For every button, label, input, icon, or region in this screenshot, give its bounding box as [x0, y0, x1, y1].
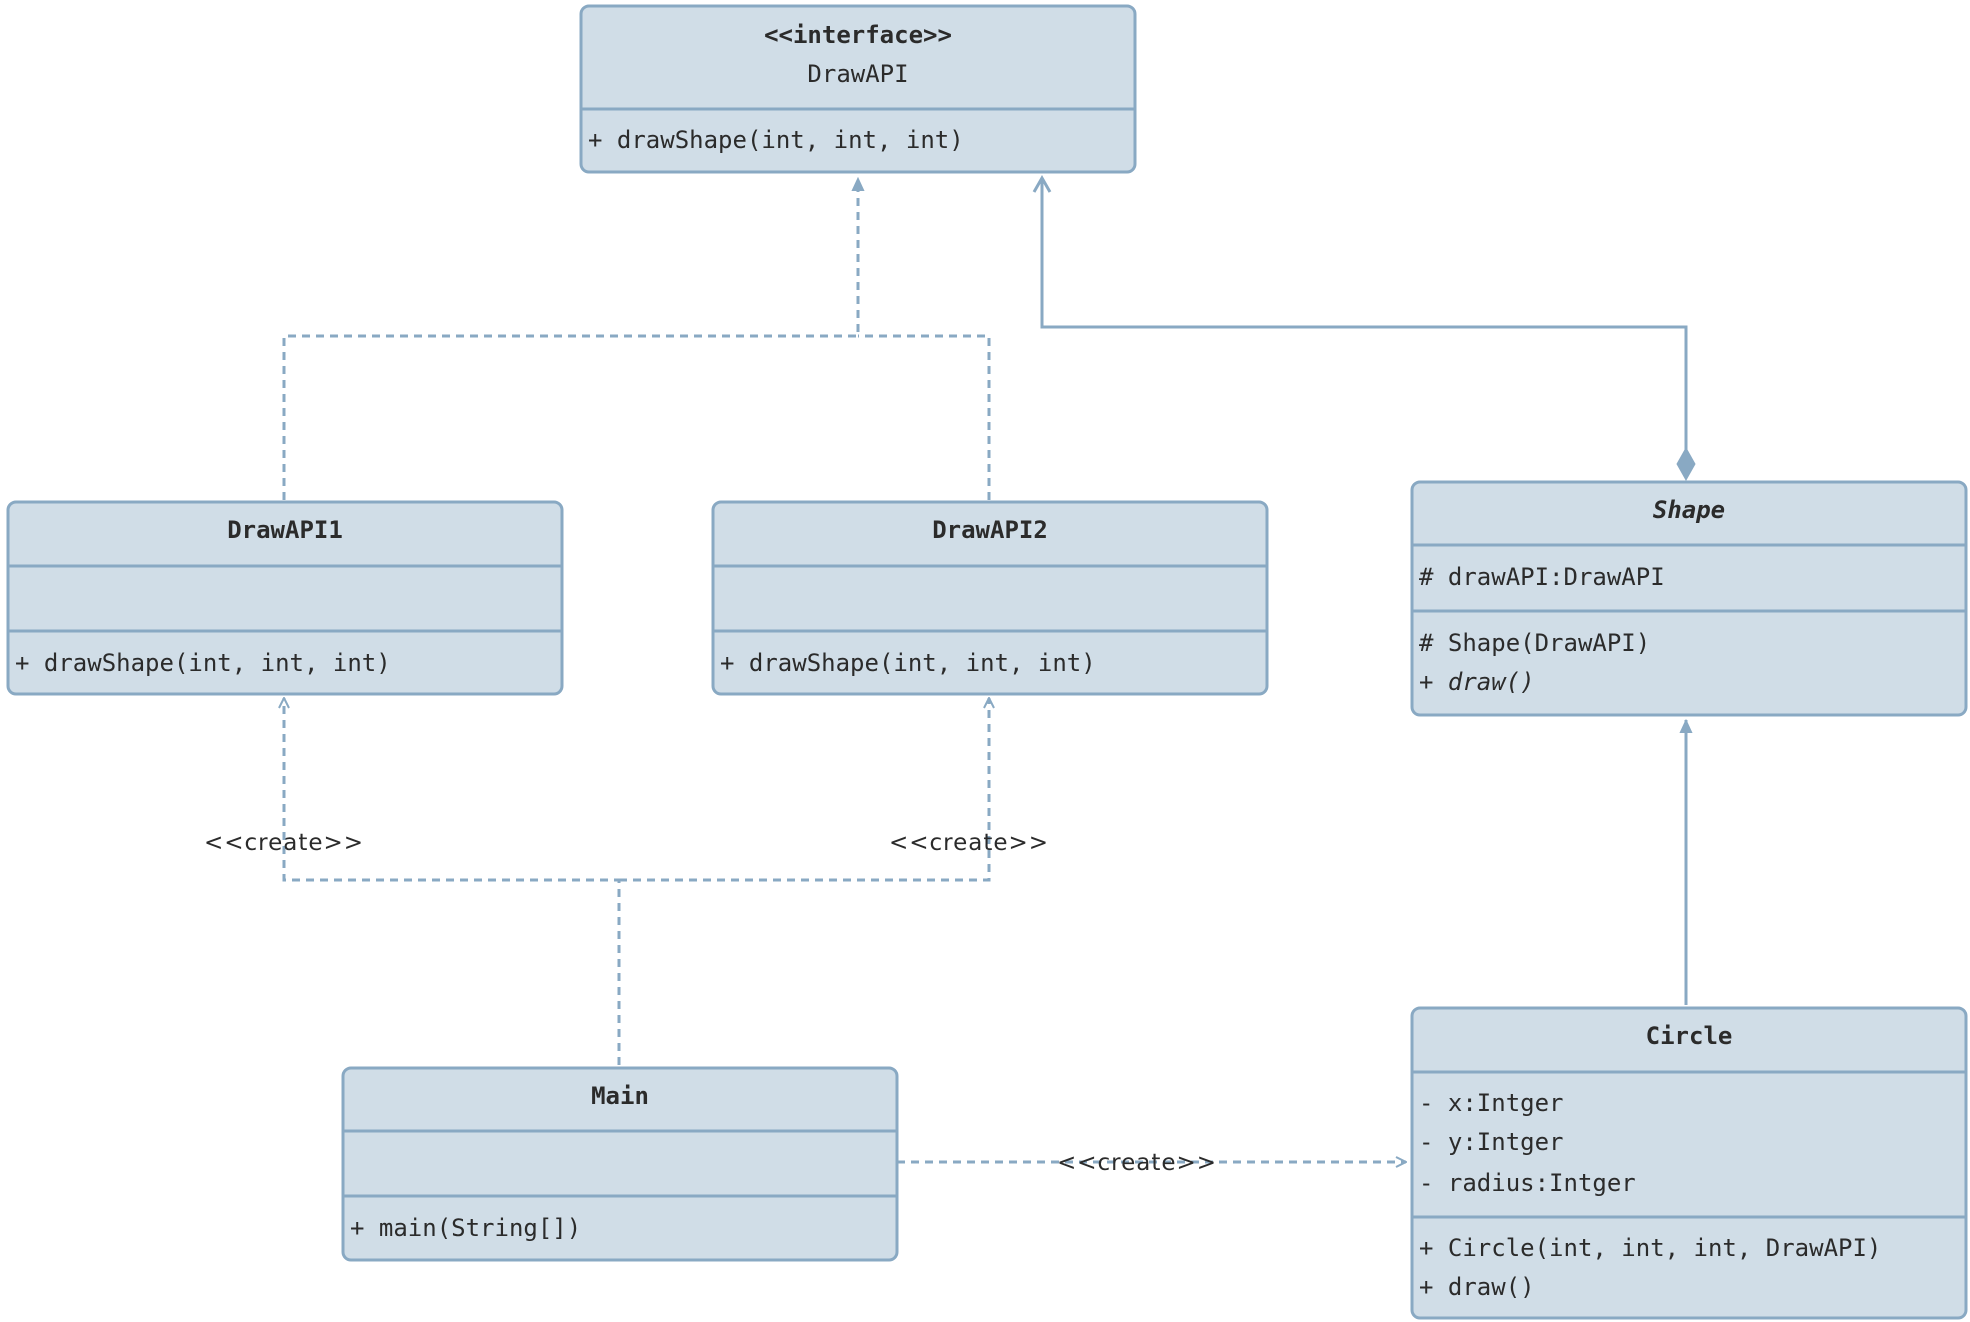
dependency-main-to-drawapi1: [284, 698, 621, 1065]
class-circle-name: Circle: [1646, 1022, 1733, 1050]
class-drawapi1-method: + drawShape(int, int, int): [15, 649, 391, 677]
realization-drawapi2-to-drawapi: [858, 334, 991, 500]
class-shape-name: Shape: [1653, 496, 1725, 524]
class-main-name: Main: [591, 1082, 649, 1110]
class-circle-attribute-x: - x:Intger: [1419, 1089, 1564, 1117]
create-label-circle: <<create>>: [1057, 1150, 1217, 1176]
class-drawapi-method: + drawShape(int, int, int): [588, 126, 964, 154]
class-drawapi-name: DrawAPI: [807, 60, 908, 88]
class-shape-abstract-method: + draw(): [1419, 668, 1535, 696]
class-drawapi1: DrawAPI1 + drawShape(int, int, int): [6, 500, 564, 696]
class-shape-constructor: # Shape(DrawAPI): [1419, 629, 1650, 657]
class-drawapi1-name: DrawAPI1: [227, 516, 343, 544]
class-shape: Shape # drawAPI:DrawAPI # Shape(DrawAPI)…: [1410, 480, 1968, 717]
class-circle: Circle - x:Intger - y:Intger - radius:In…: [1410, 1006, 1968, 1320]
class-circle-attribute-y: - y:Intger: [1419, 1128, 1564, 1156]
create-label-drawapi2: <<create>>: [889, 830, 1049, 856]
class-drawapi2: DrawAPI2 + drawShape(int, int, int): [711, 500, 1269, 696]
class-drawapi: <<interface>> DrawAPI + drawShape(int, i…: [579, 4, 1137, 174]
class-main: Main + main(String[]): [341, 1066, 899, 1262]
class-main-method: + main(String[]): [350, 1214, 581, 1242]
class-drawapi-stereotype: <<interface>>: [764, 21, 952, 49]
class-drawapi2-name: DrawAPI2: [932, 516, 1048, 544]
dependency-main-to-drawapi2: [619, 698, 989, 882]
aggregation-shape-to-drawapi: [1040, 178, 1688, 478]
class-circle-constructor: + Circle(int, int, int, DrawAPI): [1419, 1234, 1881, 1262]
class-shape-attribute: # drawAPI:DrawAPI: [1419, 563, 1665, 591]
aggregation-arrowhead: [1032, 174, 1052, 193]
class-drawapi2-method: + drawShape(int, int, int): [720, 649, 1096, 677]
class-circle-attribute-radius: - radius:Intger: [1419, 1169, 1636, 1197]
aggregation-diamond: [1676, 446, 1696, 482]
class-circle-method: + draw(): [1419, 1273, 1535, 1301]
realization-drawapi1-to-drawapi: [282, 178, 858, 500]
create-label-drawapi1: <<create>>: [204, 830, 364, 856]
